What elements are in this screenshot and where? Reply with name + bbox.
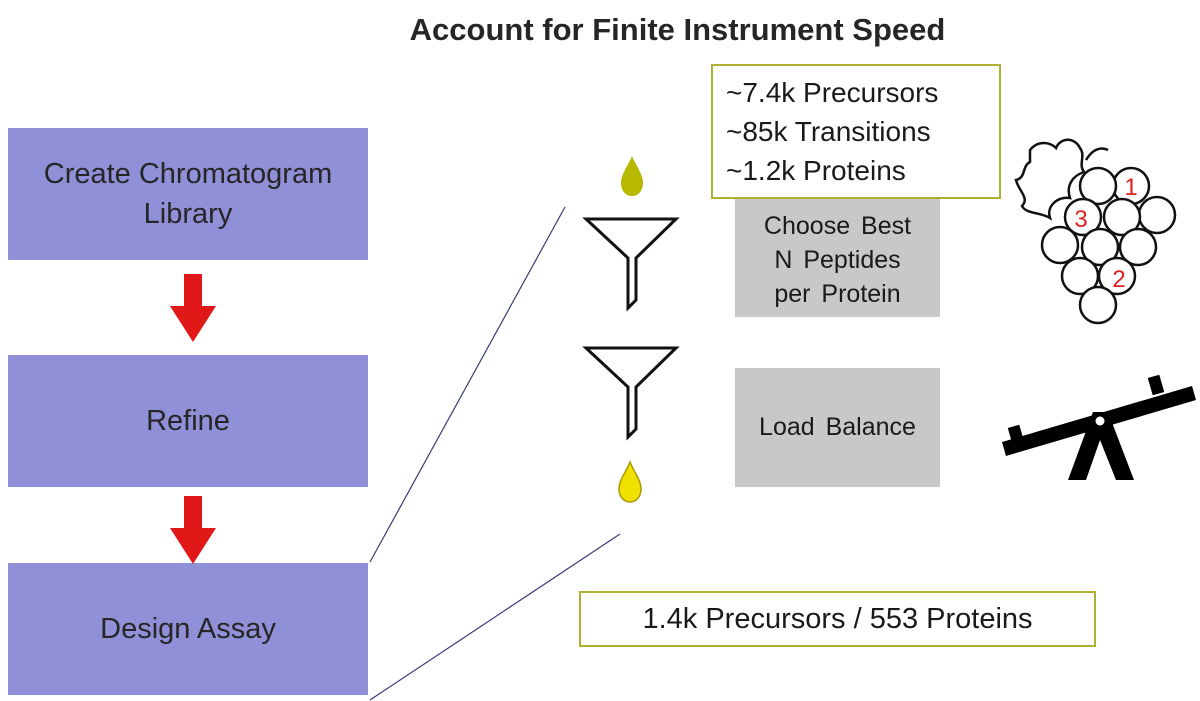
filter-step-choose-best: Choose Best N Peptides per Protein bbox=[735, 195, 940, 317]
grape-cluster-icon bbox=[1014, 138, 1177, 325]
step-create-chromatogram-library: Create Chromatogram Library bbox=[8, 128, 368, 260]
step-label: Create Chromatogram Library bbox=[43, 158, 333, 230]
arrow-down-icon bbox=[170, 496, 216, 564]
input-stats: ~7.4k Precursors ~85k Transitions ~1.2k … bbox=[712, 65, 1000, 198]
grape-label-2: 2 bbox=[1112, 266, 1125, 293]
filter-box-choose-best bbox=[735, 195, 940, 317]
result-summary: 1.4k Precursors / 553 Proteins bbox=[642, 602, 1033, 635]
seesaw-icon bbox=[1002, 374, 1196, 480]
step-box-refine bbox=[8, 355, 368, 487]
input-stats-box bbox=[711, 64, 1001, 199]
step-box-create-library bbox=[8, 128, 368, 260]
step-refine: Refine bbox=[8, 355, 368, 487]
grape-label-3: 3 bbox=[1074, 206, 1087, 233]
grape-label-1: 1 bbox=[1124, 174, 1137, 201]
filter-box-load-balance bbox=[735, 368, 940, 487]
stat-transitions: ~85k Transitions bbox=[726, 116, 931, 147]
connector-line-lower bbox=[369, 533, 621, 701]
page-title: Account for Finite Instrument Speed bbox=[409, 12, 946, 47]
arrow-down-icon bbox=[170, 274, 216, 342]
funnel-icon bbox=[582, 346, 680, 441]
step-box-design-assay bbox=[8, 563, 368, 695]
funnel-icon bbox=[582, 217, 680, 312]
droplet-icon bbox=[621, 156, 643, 196]
result-box bbox=[579, 591, 1096, 647]
droplet-icon bbox=[618, 459, 642, 503]
step-label: Refine bbox=[146, 405, 230, 437]
stat-proteins: ~1.2k Proteins bbox=[726, 155, 906, 186]
filter-step-load-balance: Load Balance bbox=[735, 368, 940, 487]
connector-line-upper bbox=[369, 206, 566, 563]
filter-label: Load Balance bbox=[759, 413, 916, 441]
filter-label: Choose Best N Peptides per Protein bbox=[763, 212, 912, 308]
stat-precursors: ~7.4k Precursors bbox=[726, 77, 939, 108]
step-design-assay: Design Assay bbox=[8, 563, 368, 695]
step-label: Design Assay bbox=[100, 613, 276, 645]
